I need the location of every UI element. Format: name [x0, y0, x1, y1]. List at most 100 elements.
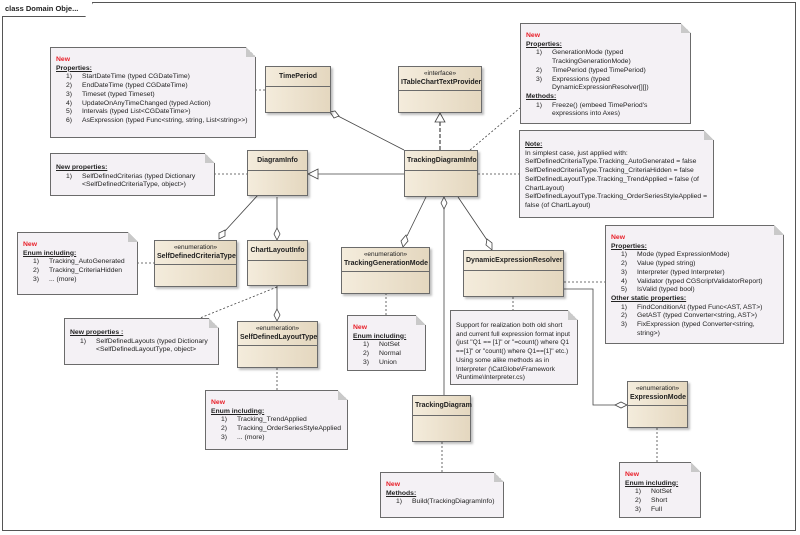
aggregation-diamond-icon	[440, 196, 448, 210]
item-number: 1)	[66, 73, 73, 81]
note-trackingdiagraminfo-properties: New Properties: 1)GenerationMode (typed …	[520, 23, 691, 124]
item-number: 1)	[635, 488, 642, 496]
item-text: Build(TrackingDiagramInfo)	[412, 498, 495, 506]
item-number: 3)	[33, 275, 40, 283]
item-number: 3)	[621, 321, 628, 329]
note-heading: Note:	[525, 141, 543, 148]
note-links	[137, 89, 658, 472]
item-number: 2)	[363, 350, 370, 358]
class-name: ITableChartTextProvider	[401, 79, 482, 86]
class-name: SelfDefinedLayoutType	[240, 334, 318, 341]
class-chartlayoutinfo[interactable]: ChartLayoutInfo	[247, 240, 308, 286]
item-text: UpdateOnAnyTimeChanged (typed Action)	[82, 99, 211, 107]
item-number: 5)	[621, 286, 628, 294]
item-text: SelfDefinedCriterias (typed Dictionary <…	[82, 172, 196, 189]
item-text: Tracking_CriteriaHidden	[49, 267, 123, 275]
aggregation-diamond-icon	[329, 110, 340, 119]
class-name: TimePeriod	[266, 67, 330, 87]
note-diagraminfo-properties: New properties: 1)SelfDefinedCriterias (…	[50, 153, 215, 196]
item-number: 6)	[66, 116, 73, 124]
aggregation-generation	[406, 196, 427, 237]
class-trackingdiagram[interactable]: TrackingDiagram	[412, 395, 472, 442]
stereotype: «enumeration»	[635, 385, 680, 392]
item-number: 2)	[621, 312, 628, 320]
note-heading: New properties :	[70, 329, 124, 336]
aggregation-diamond-icon	[273, 227, 281, 241]
note-link-chartlayout	[199, 286, 278, 319]
enum-expressionmode[interactable]: «enumeration» ExpressionMode	[627, 381, 688, 428]
item-number: 1)	[363, 341, 370, 349]
note-layout-enum: New Enum including: 1)Tracking_TrendAppl…	[205, 390, 348, 450]
note-line: SelfDefinedLayoutType.Tracking_OrderSeri…	[525, 193, 708, 209]
item-text: Expressions (typed DynamicExpressionReso…	[552, 75, 649, 92]
aggregation-diamond-icon	[273, 308, 281, 322]
item-text: EndDateTime (typed CGDateTime)	[82, 82, 188, 90]
item-text: Validator (typed CGScriptValidatorReport…	[637, 277, 763, 285]
aggregation-diamond-icon	[400, 234, 409, 248]
item-number: 1)	[221, 416, 228, 424]
enum-trackinggenerationmode[interactable]: «enumeration»TrackingGenerationMode	[341, 247, 430, 294]
item-number: 3)	[536, 75, 543, 83]
item-text: Interpreter (typed Interpreter)	[637, 268, 725, 276]
item-number: 3)	[635, 505, 642, 513]
note-expressionmode-enum: New Enum including: 1)NotSet 2)Short 3)F…	[619, 462, 701, 518]
item-number: 1)	[536, 101, 543, 109]
aggregation-resolver	[457, 196, 488, 241]
class-name: TrackingDiagramInfo	[405, 151, 477, 171]
enum-selfdefinedcriteriatype[interactable]: «enumeration»SelfDefinedCriteriaType	[154, 240, 237, 287]
note-line: SelfDefinedCriteriaType.Tracking_Criteri…	[525, 167, 694, 175]
note-heading: Methods:	[386, 489, 417, 497]
aggregation-timeperiod	[337, 115, 405, 151]
note-resolver-support: Support for realization both old short a…	[450, 310, 578, 385]
class-name: ExpressionMode	[630, 394, 687, 401]
note-line: In simplest case, just applied with:	[525, 149, 628, 157]
item-number: 3)	[363, 358, 370, 366]
item-text: GenerationMode (typed TrackingGeneration…	[552, 49, 631, 66]
note-heading: Enum including:	[211, 407, 265, 415]
item-text: FindConditionAt (typed Func<AST, AST>)	[637, 303, 763, 311]
stereotype: «enumeration»	[363, 251, 408, 258]
note-heading: Methods:	[526, 92, 557, 100]
new-label: New	[56, 56, 70, 63]
enum-selfdefinedlayouttype[interactable]: «enumeration»SelfDefinedLayoutType	[237, 321, 318, 368]
item-number: 2)	[66, 82, 73, 90]
class-diagraminfo[interactable]: DiagramInfo	[247, 150, 308, 196]
item-number: 2)	[635, 497, 642, 505]
item-number: 1)	[396, 498, 403, 506]
interface-itablecharttextprovider[interactable]: «interface» ITableChartTextProvider	[398, 66, 482, 113]
item-text: FixExpression (typed Converter<string, s…	[637, 321, 755, 337]
item-text: Intervals (typed List<CGDateTime>)	[82, 108, 191, 116]
item-text: Short	[651, 497, 668, 505]
item-text: Normal	[379, 350, 401, 358]
class-timeperiod[interactable]: TimePeriod	[265, 66, 331, 113]
class-name: ChartLayoutInfo	[248, 241, 307, 261]
item-text: TimePeriod (typed TimePeriod)	[552, 66, 646, 74]
aggregation-expressionmode	[564, 288, 615, 406]
item-text: Tracking_AutoGenerated	[49, 258, 125, 266]
note-heading: Properties:	[526, 40, 562, 48]
item-number: 1)	[66, 172, 73, 180]
note-chartlayout-properties: New properties : 1)SelfDefinedLayouts (t…	[64, 318, 219, 365]
note-heading: Enum including:	[625, 479, 679, 487]
class-trackingdiagraminfo[interactable]: TrackingDiagramInfo	[404, 150, 478, 197]
item-number: 4)	[66, 99, 73, 107]
class-dynamicexpressionresolver[interactable]: DynamicExpressionResolver	[463, 250, 564, 297]
aggregation-criteria	[224, 194, 259, 232]
note-line: SelfDefinedLayoutType.Tracking_TrendAppl…	[525, 175, 699, 192]
note-text: Support for realization both old short a…	[456, 322, 570, 382]
stereotype: «enumeration»	[173, 244, 218, 251]
class-name: TrackingDiagram	[413, 396, 472, 416]
new-label: New	[23, 241, 37, 248]
item-number: 2)	[33, 267, 40, 275]
item-number: 3)	[221, 433, 228, 441]
item-number: 4)	[621, 277, 628, 285]
note-heading: Other static properties:	[611, 294, 687, 302]
item-text: Freeze() (embeed TimePeriod's expression…	[552, 101, 648, 118]
item-text: SelfDefinedLayouts (typed Dictionary <Se…	[96, 337, 208, 354]
stereotype: «interface»	[423, 70, 457, 77]
new-label: New	[353, 324, 367, 331]
item-number: 2)	[621, 260, 628, 268]
item-text: AsExpression (typed Func<string, string,…	[82, 116, 248, 124]
